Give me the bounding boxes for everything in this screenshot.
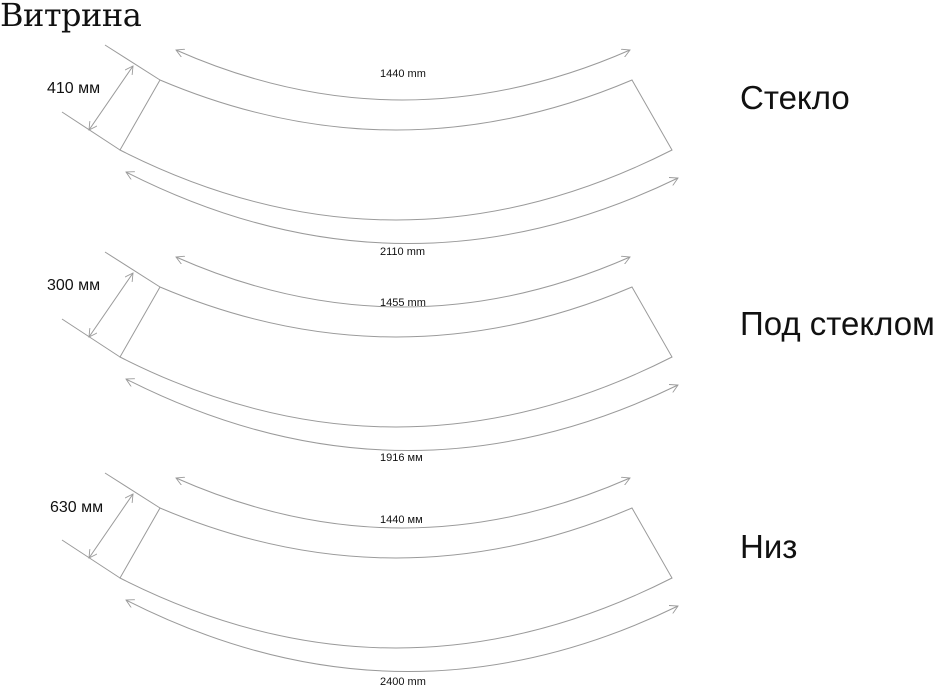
panel-outline — [119, 286, 673, 428]
extension-line-top — [104, 251, 161, 288]
panel-outline — [119, 79, 673, 221]
panel-glass: 410 мм 1440 mm 2110 mm Стекло — [47, 44, 850, 258]
panel-name: Под стеклом — [740, 305, 935, 342]
panel-under-glass: 300 мм 1455 mm 1916 мм Под стеклом — [47, 251, 935, 464]
top-length-arrow — [176, 50, 630, 101]
bottom-length-arrow — [126, 600, 678, 673]
width-label: 630 мм — [50, 499, 103, 516]
extension-line-bottom — [61, 539, 121, 579]
bottom-length-arrow — [126, 172, 678, 245]
extension-line-top — [104, 44, 161, 81]
width-arrow — [89, 66, 133, 130]
width-label: 300 мм — [47, 277, 100, 294]
top-length-arrow — [176, 257, 630, 308]
width-arrow — [89, 273, 133, 337]
page-title: Витрина — [0, 0, 142, 34]
width-arrow — [89, 494, 133, 558]
top-length-label: 1440 мм — [380, 514, 423, 526]
extension-line-bottom — [61, 318, 121, 358]
extension-line-top — [104, 472, 161, 509]
panel-name: Стекло — [740, 79, 850, 116]
bottom-length-label: 2110 mm — [380, 246, 425, 258]
bottom-length-label: 2400 mm — [380, 676, 426, 685]
top-length-arrow — [176, 478, 630, 529]
extension-line-bottom — [61, 111, 121, 151]
panel-outline — [119, 507, 673, 649]
top-length-label: 1455 mm — [380, 297, 426, 309]
panel-bottom: 630 мм 1440 мм 2400 mm Низ — [50, 472, 797, 685]
top-length-label: 1440 mm — [380, 68, 426, 80]
bottom-length-arrow — [126, 379, 678, 452]
panel-name: Низ — [740, 528, 797, 565]
width-label: 410 мм — [47, 80, 100, 97]
bottom-length-label: 1916 мм — [380, 452, 423, 464]
